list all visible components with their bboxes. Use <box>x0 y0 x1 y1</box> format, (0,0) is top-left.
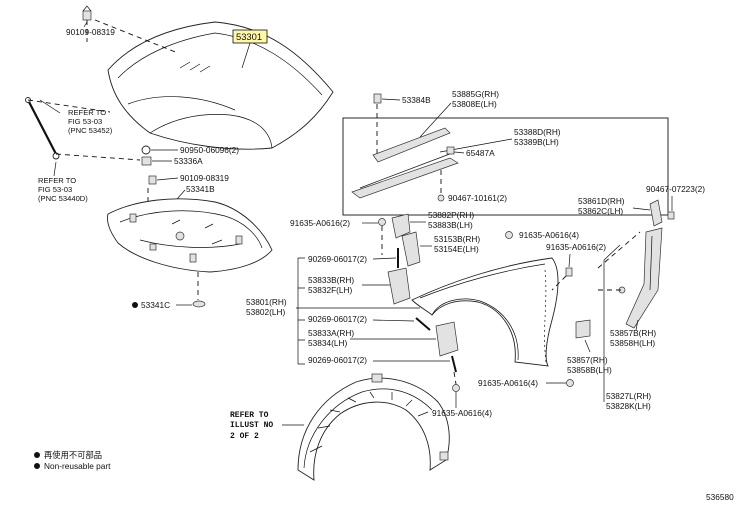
hood-bumper-cushion[interactable] <box>141 145 151 155</box>
legend-dot-2 <box>34 463 40 469</box>
fender-liner-bracket-53861d[interactable] <box>649 199 663 227</box>
label-53827l: 53827L(RH) <box>606 391 651 401</box>
ref-53452: REFER TO FIG 53-03 (PNC 53452) <box>68 108 113 135</box>
fender-bracket-53833a[interactable] <box>435 321 459 357</box>
screw-91635-a0616-d[interactable] <box>452 384 460 392</box>
screw-90467-10161[interactable] <box>437 194 445 202</box>
fender-side-panel-53857b[interactable] <box>625 227 663 329</box>
svg-text:FIG 53-03: FIG 53-03 <box>38 185 72 194</box>
hood-seal-strip[interactable] <box>351 127 459 199</box>
label-53857b: 53857B(RH) <box>610 328 656 338</box>
screw-91635-a0616-a[interactable] <box>378 218 386 226</box>
label-53336a: 53336A <box>174 156 203 166</box>
label-53341b: 53341B <box>186 184 215 194</box>
label-53861d: 53861D(RH) <box>578 196 625 206</box>
label-65487a: 65487A <box>466 148 495 158</box>
svg-text:(PNC 53440D): (PNC 53440D) <box>38 194 88 203</box>
bolt-90269-06017-c[interactable] <box>451 355 457 373</box>
label-53389b: 53389B(LH) <box>514 137 559 147</box>
svg-text:REFER TO: REFER TO <box>68 108 106 117</box>
label-91635-a0616-4a: 91635-A0616(4) <box>519 230 579 240</box>
label-53858h: 53858H(LH) <box>610 338 655 348</box>
legend-label-en: Non-reusable part <box>44 461 111 471</box>
label-53802: 53802(LH) <box>246 307 285 317</box>
screw-91635-a0616-c[interactable] <box>565 267 573 277</box>
hood-insulator-clip[interactable] <box>148 175 157 185</box>
label-90950-06096: 90950-06096(2) <box>180 145 239 155</box>
legend-label-jp: 再使用不可部品 <box>44 450 102 460</box>
label-53833b: 53833B(RH) <box>308 275 354 285</box>
label-53828k: 53828K(LH) <box>606 401 651 411</box>
label-91635-a0616-2a: 91635-A0616(2) <box>290 218 350 228</box>
fender-liner[interactable] <box>297 373 450 481</box>
label-53384b: 53384B <box>402 95 431 105</box>
label-90269-06017-b: 90269-06017(2) <box>308 314 367 324</box>
label-90109-08319-lower: 90109-08319 <box>180 173 229 183</box>
legend-dot-1 <box>34 452 40 458</box>
ref-53440d: REFER TO FIG 53-03 (PNC 53440D) <box>38 176 88 203</box>
fender-seal-53857[interactable] <box>575 319 591 339</box>
label-90269-06017-c: 90269-06017(2) <box>308 355 367 365</box>
label-91635-a0616-4b: 91635-A0616(4) <box>432 408 492 418</box>
non-reusable-dot <box>132 302 138 308</box>
label-53388d: 53388D(RH) <box>514 127 561 137</box>
svg-text:REFER TO: REFER TO <box>38 176 76 185</box>
refer-to-illust: REFER TO ILLUST NO 2 OF 2 <box>230 411 273 441</box>
label-91635-a0616-4c: 91635-A0616(4) <box>478 378 538 388</box>
svg-text:FIG 53-03: FIG 53-03 <box>68 117 102 126</box>
svg-text:53301: 53301 <box>236 31 262 42</box>
screw-91635-a0616-b[interactable] <box>505 231 513 239</box>
screw-91635-a0616-e[interactable] <box>566 379 574 387</box>
screw-90467-07223[interactable] <box>667 211 675 220</box>
legend: 再使用不可部品 Non-reusable part <box>34 450 111 471</box>
label-91635-a0616-2b: 91635-A0616(2) <box>546 242 606 252</box>
label-53862c: 53862C(LH) <box>578 206 623 216</box>
svg-text:90109-08319: 90109-08319 <box>66 27 115 37</box>
label-53834: 53834(LH) <box>308 338 347 348</box>
label-53153b: 53153B(RH) <box>434 234 480 244</box>
hood-panel[interactable] <box>107 21 334 150</box>
fender-bracket-53153b[interactable] <box>401 231 421 267</box>
label-53882p: 53882P(RH) <box>428 210 474 220</box>
label-90467-10161: 90467-10161(2) <box>448 193 507 203</box>
label-53833a: 53833A(RH) <box>308 328 354 338</box>
label-53885g: 53885G(RH) <box>452 89 499 99</box>
label-90467-07223: 90467-07223(2) <box>646 184 705 194</box>
clip-53341c[interactable] <box>192 300 206 308</box>
hood-clip-top[interactable] <box>82 5 92 21</box>
label-53801: 53801(RH) <box>246 297 287 307</box>
front-fender[interactable] <box>411 257 559 367</box>
label-53858b: 53858B(LH) <box>567 365 612 375</box>
bolt-90269-06017-b[interactable] <box>415 317 431 331</box>
svg-text:ILLUST NO: ILLUST NO <box>230 421 273 430</box>
label-90109-08319-top: 90109-08319 <box>66 27 115 37</box>
label-53832f: 53832F(LH) <box>308 285 353 295</box>
label-53154e: 53154E(LH) <box>434 244 479 254</box>
seal-detail-box <box>342 117 669 216</box>
hood-seal-clip[interactable] <box>141 156 152 166</box>
svg-text:2 OF 2: 2 OF 2 <box>230 432 259 441</box>
hood-insulator[interactable] <box>107 198 273 273</box>
label-53808e: 53808E(LH) <box>452 99 497 109</box>
hood-part-number-box[interactable]: 53301 <box>232 29 268 44</box>
svg-text:(PNC 53452): (PNC 53452) <box>68 126 113 135</box>
label-53857: 53857(RH) <box>567 355 608 365</box>
label-90269-06017-a: 90269-06017(2) <box>308 254 367 264</box>
hood-prop-rod[interactable] <box>25 97 60 160</box>
fender-bracket-53882p[interactable] <box>391 213 411 239</box>
seal-clip-65487a[interactable] <box>446 146 455 155</box>
figure-code: 536580 <box>706 492 734 502</box>
label-53883b: 53883B(LH) <box>428 220 473 230</box>
seal-clip-53384b[interactable] <box>373 93 382 104</box>
svg-text:REFER TO: REFER TO <box>230 411 269 420</box>
label-53341c: 53341C <box>141 300 170 310</box>
fender-bracket-53833b[interactable] <box>387 267 411 305</box>
